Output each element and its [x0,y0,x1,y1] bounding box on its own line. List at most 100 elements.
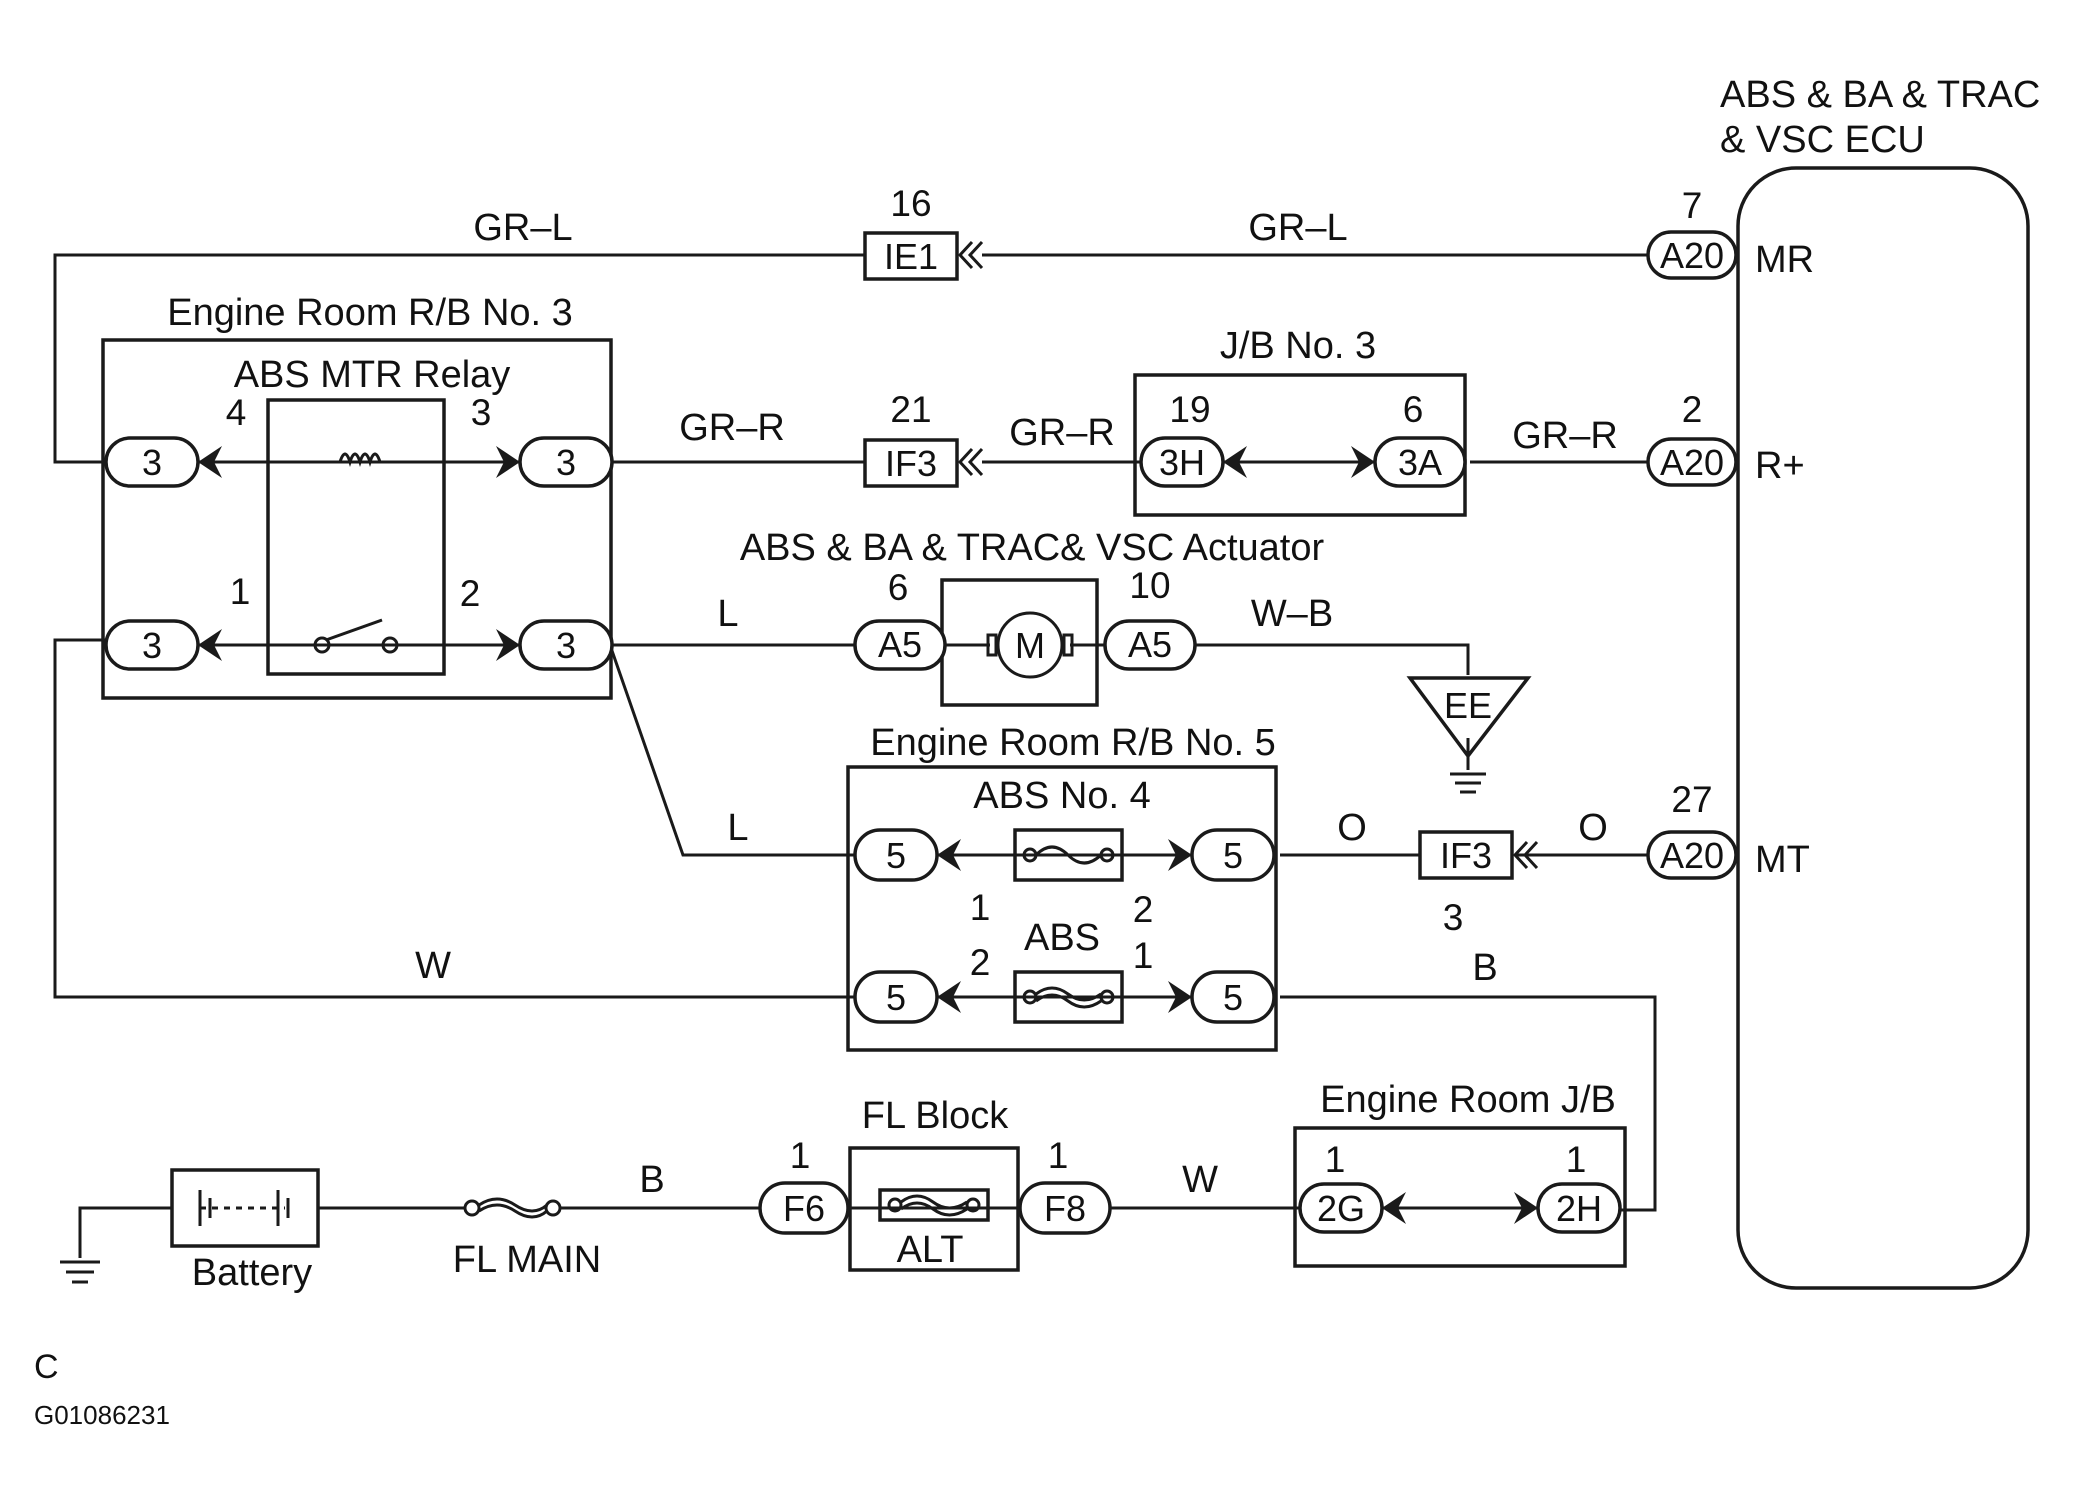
ecu-terminal-r-plus: R+ [1755,445,1805,487]
rb3-terminal-label: 3 [556,625,576,666]
relay-switch-contact [381,636,399,654]
connector-ie1: IE1 16 [863,183,984,281]
rb3-arrow-right [496,446,520,478]
connector-if3-plug [1512,840,1539,870]
rb5-terminal-label: 5 [1223,977,1243,1018]
connector-if3-bottom: IF3 3 [1418,830,1539,938]
jb3-title: J/B No. 3 [1220,325,1376,367]
connector-ie1-plug [957,240,984,270]
motor-symbol [996,611,1064,679]
connector-a20-rplus: A20 2 [1646,389,1738,487]
ground-ee-triangle [1406,676,1532,759]
fl-block-pin-f8: 1 [1048,1135,1069,1176]
fuse-abs [1013,970,1124,1024]
fuse-abs-contact [1022,989,1038,1005]
rb5-arrow-right [1168,839,1192,871]
fl-block-title: FL Block [862,1095,1009,1137]
ground-ee-label: EE [1444,685,1492,726]
rb5-arrow-left [937,839,961,871]
connector-if3-box [1418,830,1514,880]
engine-room-jb-connector-2g: 2G [1317,1188,1365,1229]
fl-main-element [478,1197,548,1219]
battery-label: Battery [192,1252,312,1294]
connector-ie1-box [863,231,959,281]
rb3-arrow-left [198,446,222,478]
ecu-title-line1: ABS & BA & TRAC [1720,74,2040,116]
wire-w-b [1195,643,1470,675]
connector-a20-label: A20 [1660,442,1724,483]
pin-if3-3: 3 [1443,897,1464,938]
wire-label-b-bottom: B [639,1159,664,1201]
connector-a20-label: A20 [1660,835,1724,876]
connector-if3-label: IF3 [1440,835,1492,876]
pin-ie1-16: 16 [890,183,931,224]
fuse-alt-contact [887,1197,903,1213]
engine-room-jb-pin-2h: 1 [1566,1139,1587,1180]
fuse-abs4 [1013,828,1124,882]
fl-block-connector-pill [758,1181,850,1235]
rb5-pin-abs4-left: 1 [970,887,991,928]
rb5-pin-abs4-right: 2 [1133,889,1154,930]
fl-main-contact [544,1199,562,1217]
engine-room-jb-title: Engine Room J/B [1320,1079,1616,1121]
connector-if3-box [863,438,959,488]
fuse-alt [878,1188,990,1222]
wire-label-w-left: W [415,945,451,987]
fuse-alt-contact [965,1197,981,1213]
engine-room-rb3: Engine Room R/B No. 3 ABS MTR Relay 3 3 … [101,292,614,700]
actuator-connector-a5: A5 [878,624,922,665]
connector-a20-pill [1646,230,1738,280]
connector-a20-pill [1646,437,1738,487]
jb3-box [1133,373,1467,517]
figure-letter: C [34,1348,59,1386]
jb3-pin-19: 19 [1169,389,1210,430]
fl-block: FL Block F6 F8 1 1 ALT [758,1095,1112,1272]
jb3-connector-3h: 3H [1159,442,1205,483]
wire-label-gr-r-right: GR–R [1512,415,1618,457]
rb5-terminal-label: 5 [886,835,906,876]
connector-a20-mt: A20 27 [1646,779,1738,880]
wire-gr-l [53,253,865,464]
rb3-terminal-label: 3 [142,625,162,666]
fl-block-connector-f6: F6 [783,1188,825,1229]
actuator-connector-pill [853,619,947,671]
fl-main-label: FL MAIN [453,1239,602,1281]
rb3-terminal-label: 3 [556,442,576,483]
wire-label-l-top: L [717,593,738,635]
battery-box [170,1168,320,1248]
rb3-pin-4: 4 [226,392,247,433]
rb3-arrow-right [496,629,520,661]
rb3-terminal-label: 3 [142,442,162,483]
relay-box [266,398,446,676]
relay-coil [338,452,382,468]
wire-labels: GR–L GR–L GR–R GR–R GR–R L W–B L O O W B… [415,207,1618,1201]
fl-block-pin-f6: 1 [790,1135,811,1176]
actuator-pin-6: 6 [888,567,909,608]
wire-label-gr-l-right: GR–L [1248,207,1347,249]
motor-label: M [1015,625,1045,666]
engine-room-rb3-box [101,338,613,700]
connector-a20-pill [1646,830,1738,880]
actuator-connector-pill [1103,619,1197,671]
actuator-connector-a5: A5 [1128,624,1172,665]
wire-label-gr-r-left: GR–R [679,407,785,449]
jb3-arrow-right [1351,446,1375,478]
relay-switch-contact [313,636,331,654]
ecu-terminal-mt: MT [1755,839,1810,881]
wire-label-l-bottom: L [727,807,748,849]
ecu: ABS & BA & TRAC & VSC ECU MR R+ MT [1720,74,2040,1290]
engine-room-jb-arrow-right [1514,1192,1538,1224]
fl-main-contact [463,1199,481,1217]
fl-main: FL MAIN [453,1197,602,1281]
fuse-abs-label: ABS [1024,917,1100,959]
rb5-pin-abs-left: 2 [970,942,991,983]
fl-block-box [848,1146,1020,1272]
wire-label-w-b: W–B [1251,593,1333,635]
engine-room-rb5-title: Engine Room R/B No. 5 [870,722,1276,764]
wire-w-left [53,638,855,999]
jb3-connector-3a: 3A [1398,442,1442,483]
relay-switch-blade [325,618,383,642]
fuse-abs4-element [1034,845,1103,865]
engine-room-jb: Engine Room J/B 2G 2H 1 1 [1293,1079,1627,1268]
